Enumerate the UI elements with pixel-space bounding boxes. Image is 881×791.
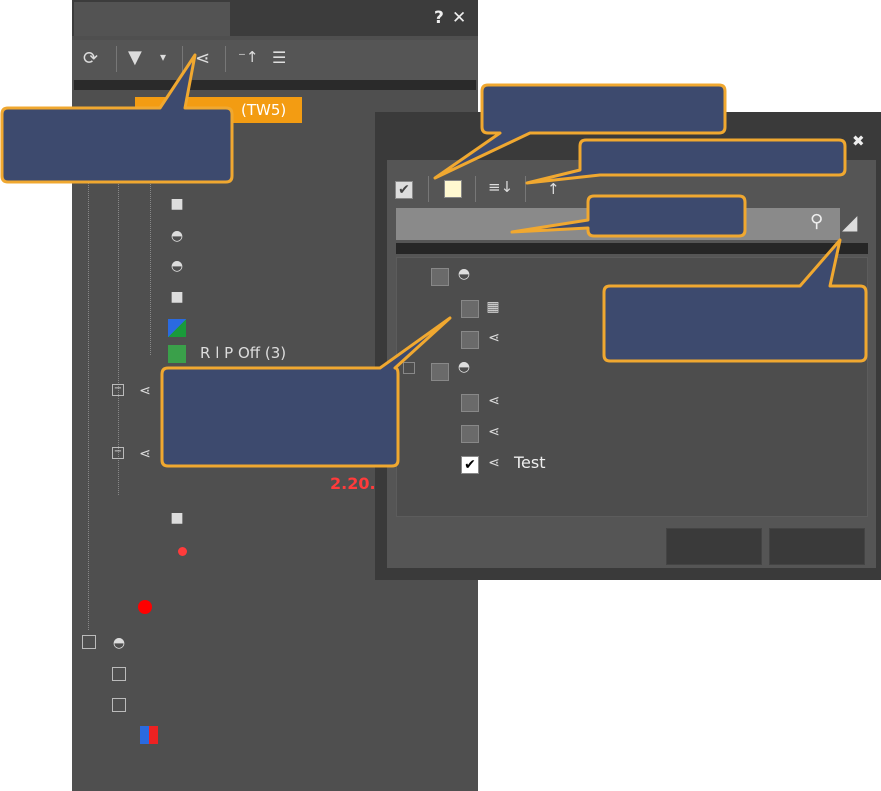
clear-eraser-icon[interactable]: ◢	[842, 210, 858, 234]
callout-tree-item	[160, 316, 452, 468]
tree-item-test[interactable]: Test	[514, 453, 546, 472]
expand-down-icon[interactable]: ≡↓	[488, 178, 514, 196]
splitter[interactable]	[74, 80, 476, 90]
ok-button[interactable]	[666, 528, 762, 565]
check-all-button[interactable]: ✔	[395, 181, 413, 199]
network-icon: ⋖	[488, 424, 500, 440]
filter-icon[interactable]: ▼	[128, 47, 142, 68]
group-icon	[112, 698, 126, 712]
uncheck-all-button[interactable]	[444, 180, 462, 198]
separator	[475, 176, 476, 202]
error-icon	[178, 547, 187, 556]
site-icon	[168, 345, 186, 363]
separator	[428, 176, 429, 202]
collapse-up-icon[interactable]: ⁻↑	[238, 48, 259, 66]
close-button[interactable]: ✕	[452, 8, 467, 28]
dome-camera-icon: ◓	[170, 228, 184, 244]
alarm-icon	[138, 600, 152, 614]
camera-icon: ■	[170, 196, 184, 212]
tree-checkbox[interactable]	[461, 425, 479, 443]
site-icon	[168, 319, 186, 337]
network-icon: ⋖	[488, 330, 500, 346]
separator	[525, 176, 526, 202]
tree-checkbox[interactable]	[461, 394, 479, 412]
camera-error-icon: ■	[170, 510, 184, 526]
tree-guide	[150, 125, 151, 355]
callout-clear	[602, 238, 868, 363]
callout-search	[510, 194, 747, 238]
help-button[interactable]: ?	[434, 8, 444, 28]
network-icon: ⋖	[488, 455, 500, 471]
panel-tab[interactable]	[74, 2, 230, 36]
collapse-toggle[interactable]	[403, 362, 415, 374]
tree-checkbox[interactable]	[461, 331, 479, 349]
search-icon[interactable]: ⚲	[810, 211, 824, 232]
site-icon	[140, 726, 158, 744]
separator	[225, 46, 226, 72]
version-text: 2.20.	[330, 474, 376, 493]
callout-check-all	[433, 83, 727, 180]
group-icon	[112, 667, 126, 681]
splitter[interactable]	[396, 243, 868, 254]
tree-checkbox[interactable]	[461, 300, 479, 318]
separator	[182, 46, 183, 72]
server-icon: ◓	[457, 359, 471, 375]
camera-icon: ■	[170, 289, 184, 305]
collapse-up-icon[interactable]: ↑	[547, 180, 560, 198]
network-icon: ⋖	[488, 393, 500, 409]
cancel-button[interactable]	[769, 528, 865, 565]
collapse-toggle[interactable]	[82, 635, 96, 649]
collapse-toggle[interactable]: −	[112, 383, 124, 396]
callout-network	[0, 53, 234, 184]
callout-expand	[525, 138, 847, 185]
tree-checkbox[interactable]	[431, 363, 449, 381]
dropdown-arrow-icon[interactable]: ▾	[160, 50, 167, 64]
dome-camera-icon: ◓	[170, 258, 184, 274]
tree-guide	[118, 125, 119, 495]
dialog-close-button[interactable]: ✖	[852, 132, 865, 150]
tree-item-label[interactable]: R l P Off (3)	[200, 344, 287, 362]
tree-guide	[88, 125, 89, 630]
server-icon: ◓	[112, 635, 126, 651]
tree-checkbox[interactable]	[431, 268, 449, 286]
separator	[116, 46, 117, 72]
network-icon: ⋖	[139, 383, 151, 399]
collapse-toggle[interactable]: −	[112, 446, 124, 459]
network-icon: ⋖	[139, 446, 151, 462]
server-icon: ◓	[457, 266, 471, 282]
panel-toolbar	[72, 40, 478, 80]
network-icon[interactable]: ⋖	[195, 48, 211, 69]
expand-tree-icon[interactable]: ☰	[272, 48, 287, 67]
test-checkbox[interactable]: ✔	[461, 456, 479, 474]
building-icon: ▦	[486, 299, 500, 315]
refresh-icon[interactable]: ⟳	[83, 48, 99, 69]
